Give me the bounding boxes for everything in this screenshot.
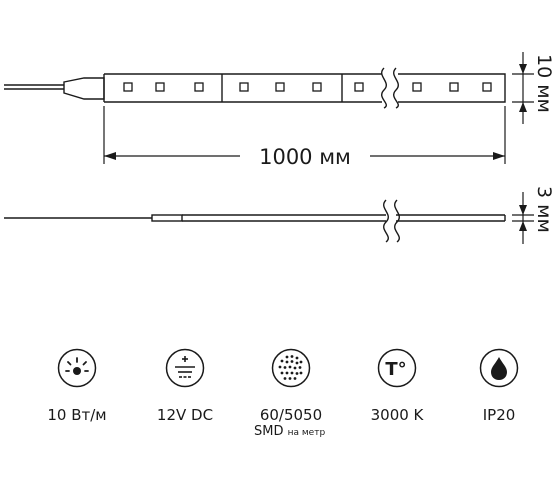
led-chip [239,82,249,92]
strip-top-view [4,67,506,109]
strip-body-right [398,73,506,103]
led-chip [312,82,322,92]
led-matrix-icon [271,348,311,388]
side-connector [151,214,183,222]
spec-power: 10 Вт/м [27,348,127,424]
led-chip [275,82,285,92]
led-chip [412,82,422,92]
break-mark [393,67,399,109]
brightness-icon [57,348,97,388]
spec-voltage: 12V DC [135,348,235,424]
led-chip [123,82,133,92]
width-label: 10 мм [533,54,555,113]
spec-sublabel: SMD на метр [254,424,326,439]
dc-voltage-icon [165,348,205,388]
break-mark [383,199,389,243]
break-mark [394,199,400,243]
width-dimension [512,52,534,124]
spec-label: 10 Вт/м [47,406,107,424]
spec-leds: 60/5050 SMD на метр [241,348,341,440]
length-label: 1000 мм [259,145,351,169]
svg-text:T°: T° [385,359,406,380]
water-drop-icon [479,348,519,388]
strip-body-left [103,73,382,103]
length-dimension [103,106,506,164]
temperature-icon: T° [377,348,417,388]
spec-label: 12V DC [156,406,214,424]
thickness-label: 3 мм [533,186,555,233]
led-chip [155,82,165,92]
thickness-dimension [512,192,534,244]
led-chip [194,82,204,92]
spec-color-temperature: T° 3000 K [347,348,447,424]
led-chip [449,82,459,92]
spec-ingress-protection: IP20 [449,348,549,424]
spec-label: 60/5050 [259,406,323,424]
spec-label: 3000 K [370,406,424,424]
strip-connector [63,77,105,100]
led-chip [354,82,364,92]
led-chip [482,82,492,92]
led-chips [123,82,492,92]
break-mark [381,67,387,109]
strip-side-view [4,199,506,243]
spec-label: IP20 [482,406,516,424]
